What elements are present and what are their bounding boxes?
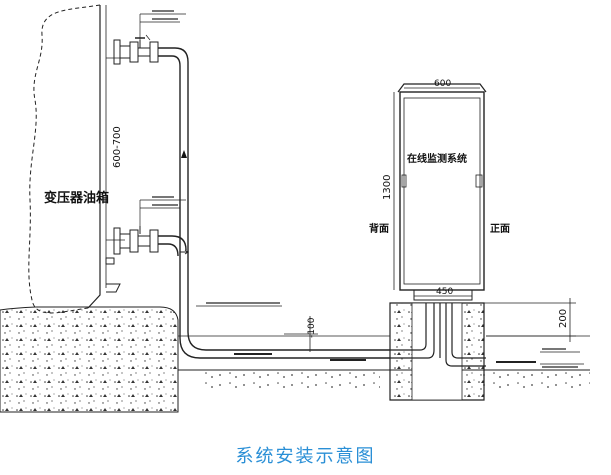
- protection-tube-callout: [196, 302, 282, 307]
- ground-left: [0, 306, 179, 413]
- flow-direction-arrow: [181, 150, 187, 158]
- top-width-label: 600: [434, 79, 451, 89]
- monitor-label: 在线监测系统: [407, 152, 467, 165]
- depth-dimension: [284, 316, 318, 352]
- tank-break-line: [28, 4, 101, 314]
- lower-valve-callouts: [139, 196, 189, 255]
- base-height-dimension: [484, 298, 576, 342]
- installation-diagram: 变压器油箱 600-700: [0, 4, 590, 413]
- gravel-strip-right: [480, 370, 590, 392]
- pipe-markers: [234, 353, 366, 361]
- front-label: 正面: [490, 223, 510, 235]
- base-width-label: 450: [436, 287, 453, 297]
- depth-label: -100: [307, 317, 317, 338]
- oil-pipes: [179, 100, 390, 359]
- monitor-cabinet: [397, 83, 487, 301]
- cabinet-pipes: [390, 303, 486, 367]
- tank-label: 变压器油箱: [44, 190, 109, 206]
- base-height-label: 200: [558, 309, 569, 328]
- gravel-strip: [200, 370, 380, 392]
- upper-valve-callouts: [139, 10, 186, 41]
- tank-outline: [87, 5, 101, 309]
- lower-valve: [113, 226, 187, 257]
- upper-valve: [113, 37, 189, 100]
- dimension-label-600-700: 600-700: [112, 126, 123, 168]
- diagram-caption: 系统安装示意图: [235, 446, 376, 467]
- back-label: 背面: [369, 222, 389, 235]
- right-cable-markers: [496, 348, 584, 368]
- height-label: 1300: [382, 175, 393, 200]
- transformer-tank: [28, 4, 121, 314]
- dimension-600-700: [106, 57, 125, 241]
- foundation-cutout: [411, 302, 463, 401]
